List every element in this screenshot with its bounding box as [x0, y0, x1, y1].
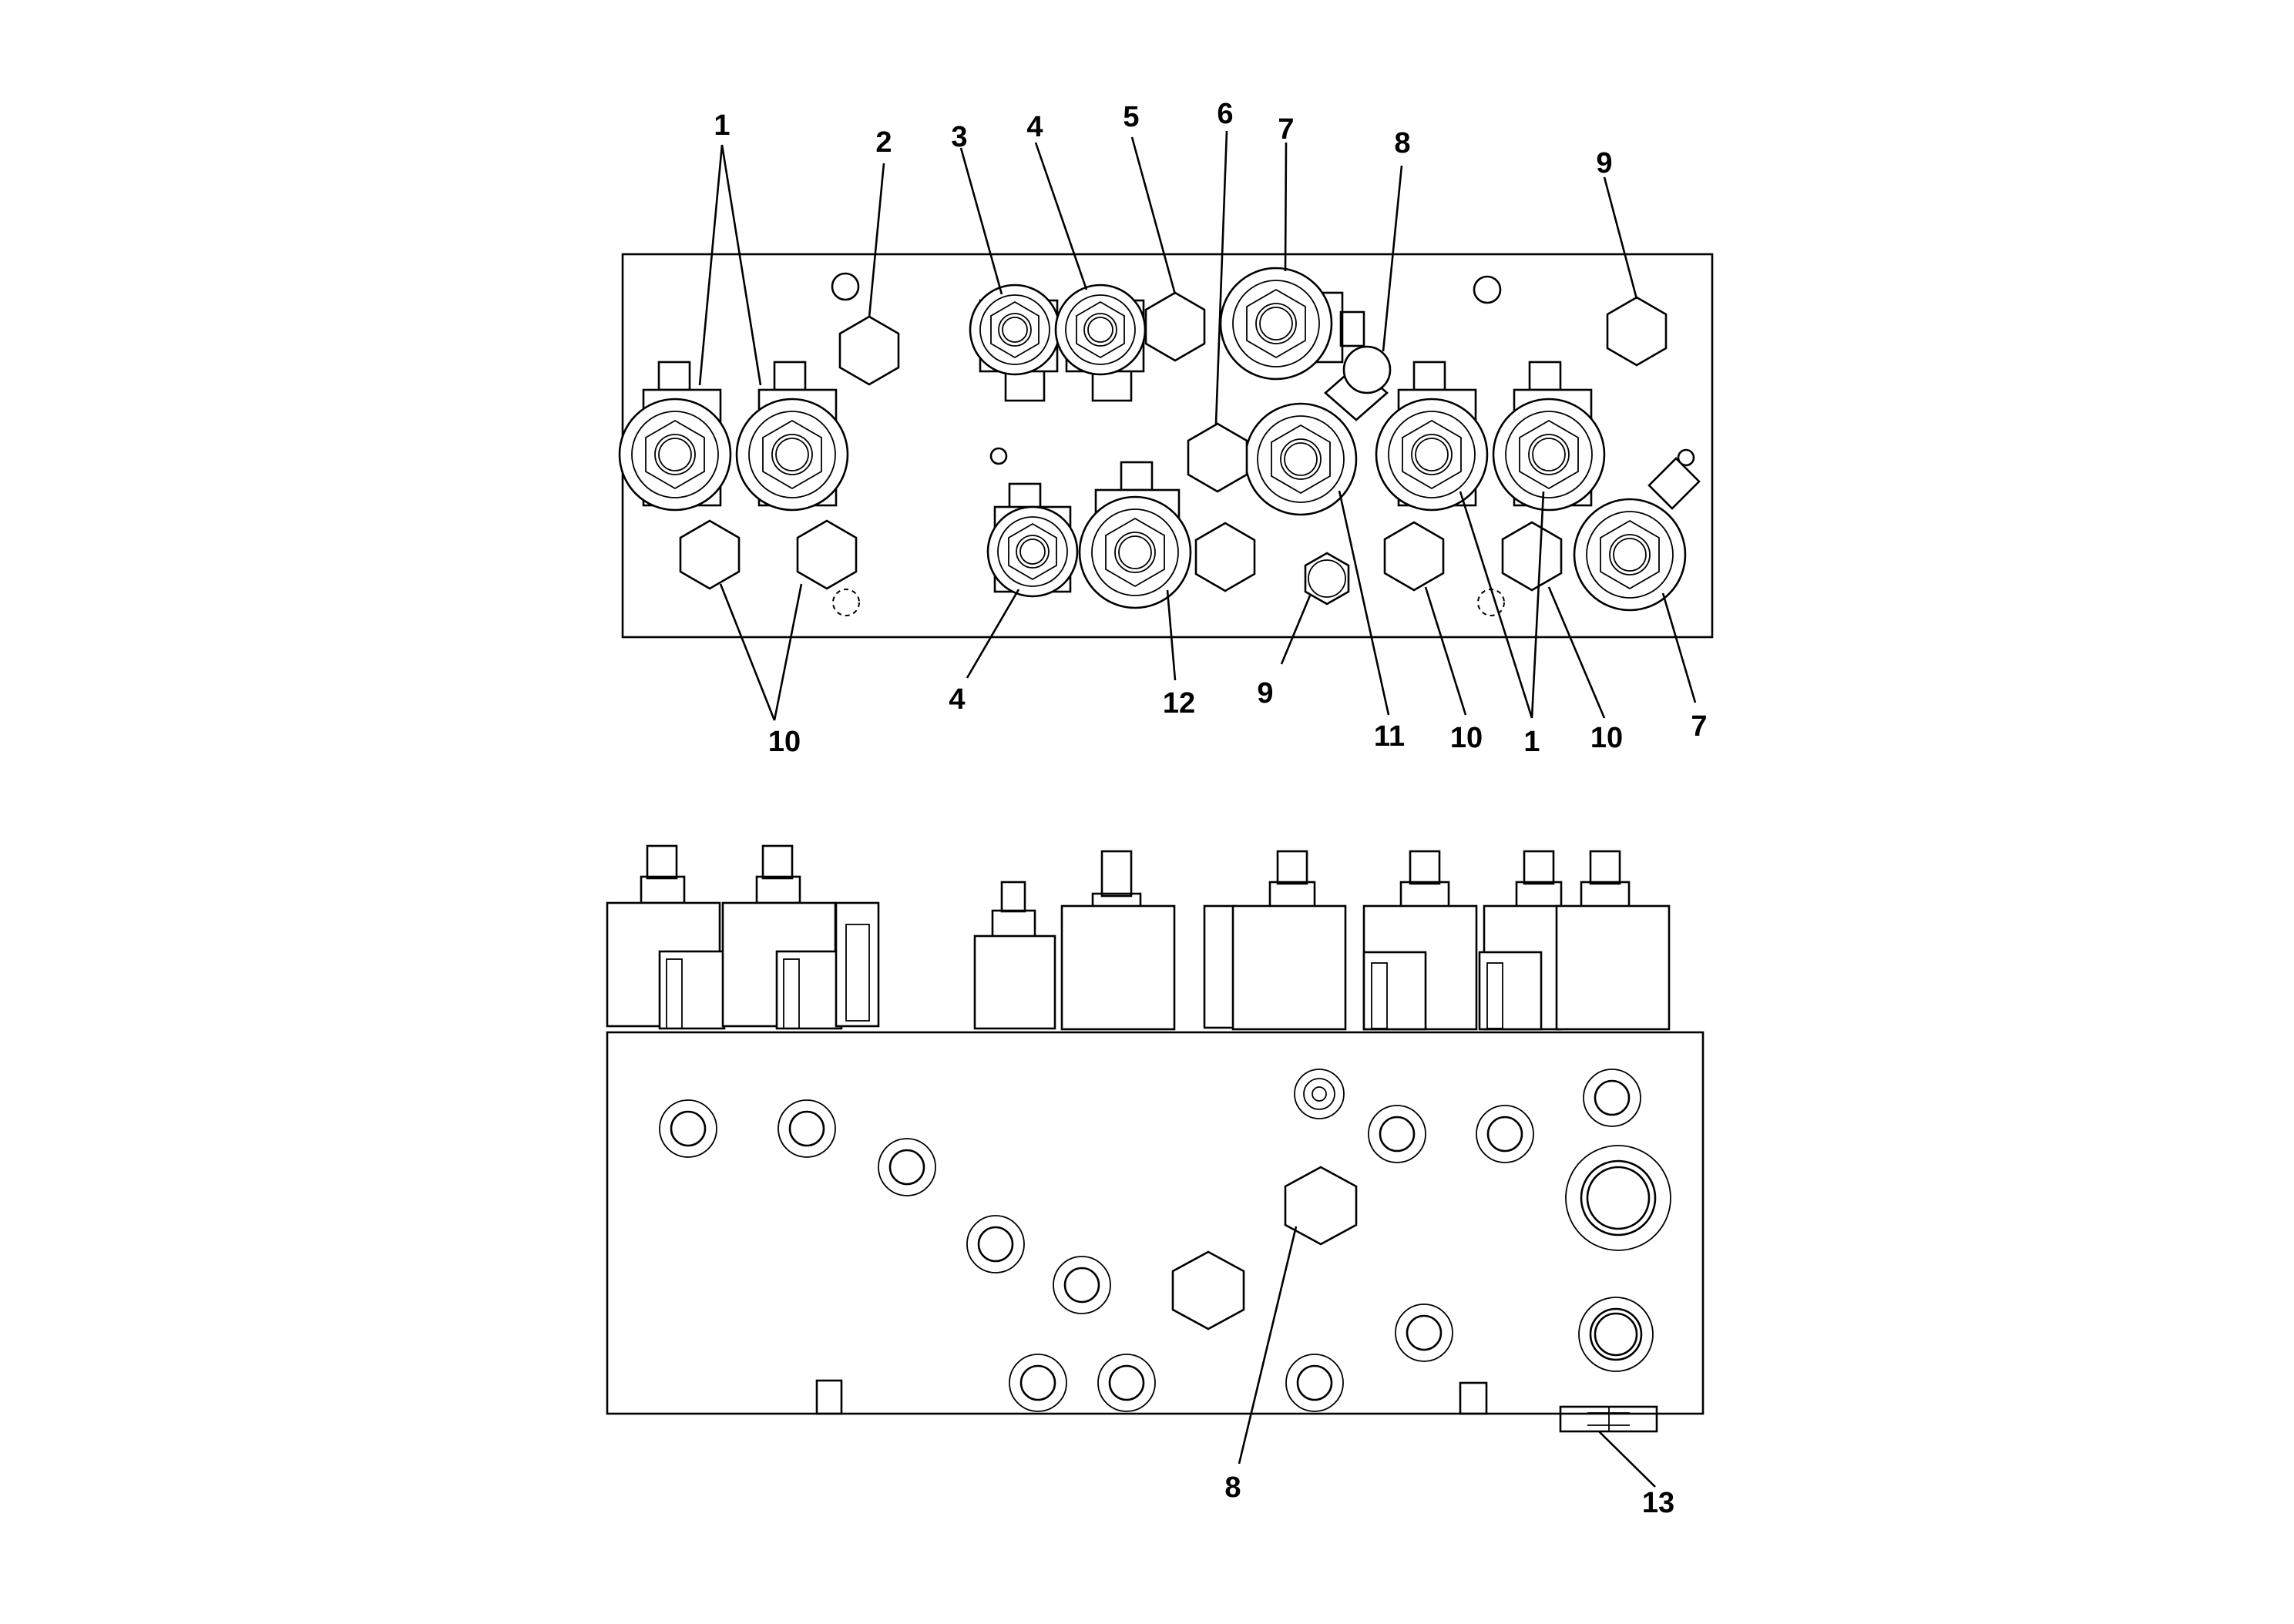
valve-11: [1244, 402, 1358, 516]
callout-10-mid: 10: [1450, 722, 1483, 754]
plug-5: [1144, 291, 1206, 362]
plug-10d: [1501, 521, 1563, 592]
callout-10-right: 10: [1590, 722, 1623, 754]
mounting-hole: [1677, 448, 1695, 467]
callout-7-top: 7: [1278, 113, 1294, 146]
side-view: 8 13: [606, 844, 1705, 1519]
plug-2: [838, 315, 900, 386]
callout-6: 6: [1217, 98, 1233, 130]
plug-10c: [1383, 521, 1445, 592]
side-ports: [658, 1068, 1671, 1413]
callout-4-top: 4: [1026, 111, 1043, 143]
solenoid-valve-1d: [1492, 388, 1606, 512]
plug-9-bottom: [1304, 552, 1350, 606]
plug-9-top: [1606, 296, 1668, 367]
callout-8-top: 8: [1394, 127, 1410, 159]
callout-9-bottom: 9: [1257, 677, 1273, 710]
side-plug-8: [1284, 1166, 1358, 1246]
callout-5: 5: [1123, 101, 1139, 133]
callout-2: 2: [875, 126, 892, 159]
valve-3: [969, 284, 1061, 402]
valve-4-bottom: [986, 505, 1079, 598]
callout-10-left: 10: [768, 726, 801, 758]
solenoid-valve-1b: [735, 388, 849, 512]
mounting-hole: [989, 447, 1008, 465]
callout-7-right: 7: [1691, 710, 1707, 743]
valve-7-right: [1573, 457, 1701, 612]
part-13: [1559, 1405, 1658, 1433]
valve-12: [1078, 488, 1192, 609]
top-leader-lines: [698, 130, 1697, 721]
side-plug-center: [1171, 1250, 1245, 1330]
valve-7-top: [1219, 267, 1365, 381]
solenoid-valve-1c: [1375, 388, 1489, 512]
plug-10b: [796, 519, 858, 590]
valve-4-top: [1054, 284, 1147, 402]
valve-8-top: [1324, 345, 1392, 421]
callout-3: 3: [951, 121, 967, 153]
plug-10a: [679, 519, 741, 590]
side-coils: [606, 844, 1671, 1031]
mounting-hole: [1473, 275, 1502, 304]
callout-9-top: 9: [1596, 147, 1612, 180]
side-manifold-block: [606, 1031, 1705, 1415]
callout-4-bottom: 4: [949, 683, 965, 716]
plug-center: [1194, 522, 1256, 592]
hidden-hole: [832, 589, 860, 616]
callout-12: 12: [1163, 687, 1195, 720]
top-view: 1 2 3 4 5 6 7 8 9 4 12 9 11 10 1 10 7 10: [618, 98, 1714, 758]
callout-1-top: 1: [714, 109, 730, 142]
callout-11: 11: [1374, 720, 1405, 753]
solenoid-valve-1a: [618, 388, 732, 512]
plug-6: [1187, 422, 1248, 493]
callout-1-right: 1: [1523, 726, 1540, 758]
hidden-hole: [1477, 589, 1505, 616]
callout-13: 13: [1642, 1487, 1674, 1519]
mounting-hole: [831, 272, 860, 301]
callout-8-side: 8: [1224, 1471, 1241, 1504]
